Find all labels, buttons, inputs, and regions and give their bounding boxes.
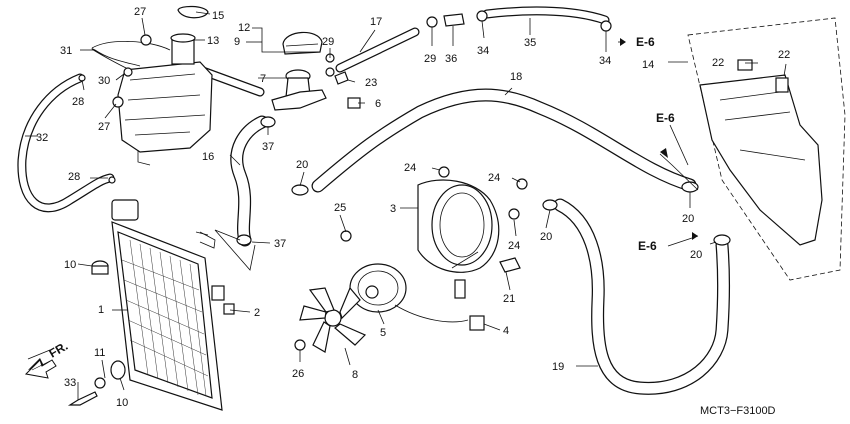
part-label: 37 (262, 141, 274, 153)
side-shroud (687, 17, 846, 281)
part-label: 9 (234, 36, 240, 48)
ref-label: E-6 (638, 239, 657, 253)
filler-neck (271, 31, 361, 111)
part-label: 20 (540, 231, 552, 243)
part-label: 26 (292, 368, 304, 380)
radiator (111, 199, 225, 411)
part-label: 12 (238, 22, 250, 34)
part-label: 22 (778, 49, 790, 61)
clamps (78, 10, 731, 273)
part-label: 15 (212, 10, 224, 22)
part-label: 29 (424, 53, 436, 65)
diagram-code: MCT3−F3100D (700, 405, 776, 417)
part-label: 37 (274, 238, 286, 250)
part-label: 18 (510, 71, 522, 83)
part-label: 24 (488, 172, 500, 184)
part-label: 16 (202, 151, 214, 163)
part-label: 1 (98, 304, 104, 316)
part-label: 33 (64, 377, 76, 389)
part-label: 20 (682, 213, 694, 225)
part-label: 32 (36, 132, 48, 144)
part-label: 20 (296, 159, 308, 171)
part-label: 35 (524, 37, 536, 49)
part-label: 14 (642, 59, 654, 71)
part-label: 17 (370, 16, 382, 28)
part-label: 22 (712, 57, 724, 69)
part-label: 25 (334, 202, 346, 214)
part-label: 28 (68, 171, 80, 183)
part-label: 36 (445, 53, 457, 65)
reserve-tank (117, 5, 213, 166)
part-label: 10 (116, 397, 128, 409)
front-indicator: FR. (47, 339, 71, 361)
part-label: 31 (60, 45, 72, 57)
part-label: 27 (134, 6, 146, 18)
part-label: 2 (254, 307, 260, 319)
part-label: 21 (503, 293, 515, 305)
part-label: 34 (599, 55, 611, 67)
part-label: 13 (207, 35, 219, 47)
part-label: 4 (503, 325, 509, 337)
part-label: 28 (72, 96, 84, 108)
part-label: 11 (94, 347, 105, 359)
part-label: 19 (552, 361, 564, 373)
reference-labels: E-6 E-6 E-6 (620, 35, 698, 253)
part-label: 24 (508, 240, 520, 252)
part-label: 30 (98, 75, 110, 87)
fan-motor (349, 263, 485, 331)
part-labels: 1 2 3 4 5 6 7 8 9 10 10 11 12 13 14 15 1… (36, 6, 790, 409)
front-arrow: FR. (24, 339, 71, 379)
part-label: 5 (380, 327, 386, 339)
part-label: 27 (98, 121, 110, 133)
part-label: 34 (477, 45, 489, 57)
part-label: 24 (404, 162, 416, 174)
part-label: 6 (375, 98, 381, 110)
hoses (17, 6, 730, 395)
ref-label: E-6 (656, 111, 675, 125)
part-label: 10 (64, 259, 76, 271)
part-label: 7 (260, 73, 266, 85)
part-label: 3 (390, 203, 396, 215)
fan-shroud (417, 179, 500, 273)
leader-lines (25, 11, 787, 400)
part-label: 29 (322, 36, 334, 48)
fan-blade (294, 286, 367, 353)
part-label: 8 (352, 369, 358, 381)
ref-label: E-6 (636, 35, 655, 49)
radiator-small-parts (67, 260, 235, 406)
part-label: 20 (690, 249, 702, 261)
part-label: 23 (365, 77, 377, 89)
